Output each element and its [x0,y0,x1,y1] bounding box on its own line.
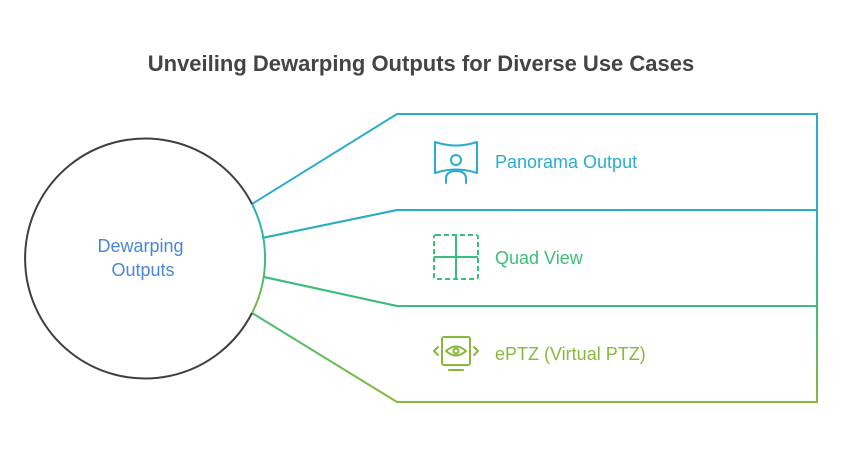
center-label-line1: Dewarping [97,236,183,256]
item-label-quad-view: Quad View [495,248,584,268]
panorama-person-icon [434,141,478,184]
item-label-panorama: Panorama Output [495,152,637,172]
eye-monitor-icon [433,336,479,371]
panorama-outline [251,113,818,239]
center-circle [24,137,253,380]
item-label-eptz: ePTZ (Virtual PTZ) [495,344,646,364]
eptz-segment [251,276,818,403]
page-title: Unveiling Dewarping Outputs for Diverse … [148,51,694,76]
center-label: Dewarping Outputs [97,236,188,280]
panorama-segment [251,113,818,239]
quad-grid-icon [433,234,479,280]
center-label-line2: Outputs [111,260,174,280]
circle-edge-arc [251,203,267,314]
eptz-outline [251,276,818,403]
